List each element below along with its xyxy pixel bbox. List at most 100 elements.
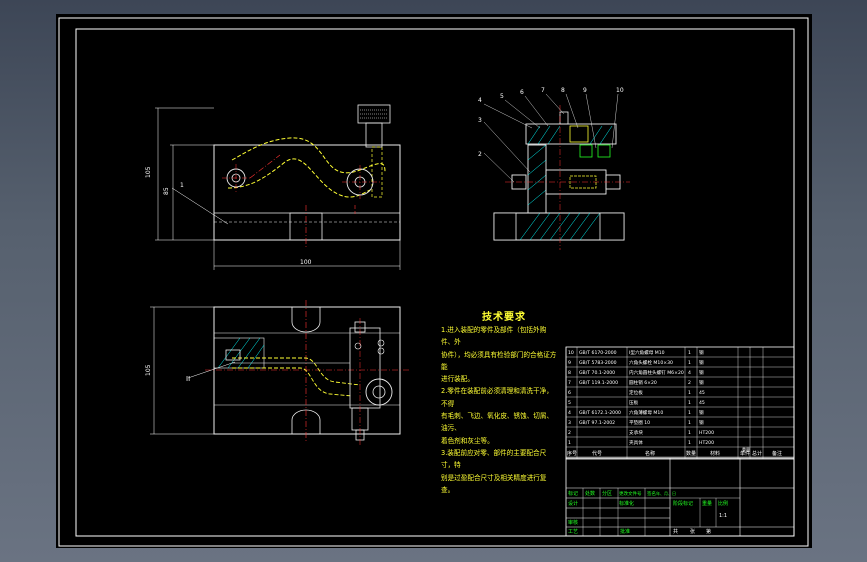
tb-standard: 标准化 [619,500,634,507]
parts-cell: 1 [688,410,691,416]
callout-4: 4 [478,97,482,104]
parts-cell: GB/T 5783-2000 [579,360,617,366]
parts-header-cell: 数量 [686,450,696,457]
parts-cell: 钢 [699,379,704,386]
parts-header-weight: 重量 [742,446,750,452]
parts-cell: HT200 [699,430,714,436]
tb-approve: 批准 [620,528,630,535]
tb-scale: 比例 [718,500,728,507]
parts-header-cell: 单件 [740,450,750,457]
callout-5: 5 [500,93,504,100]
callout-2: 2 [478,151,482,158]
parts-cell: I型六角螺母 M10 [629,349,665,356]
parts-cell: 1 [688,350,691,356]
parts-cell: 6 [568,390,571,396]
dim-front-width: 100 [300,259,312,266]
parts-cell: 3 [568,420,571,426]
top-view: 105 II [145,300,410,445]
parts-cell: 1 [568,440,571,446]
tb-review: 审核 [568,519,578,526]
dim-top-height: 105 [145,364,152,376]
parts-cell: GB/T 6170-2000 [579,350,617,356]
parts-cell: GB/T 6172.1-2000 [579,410,621,416]
parts-header-cell: 材料 [710,450,720,457]
tb-zone: 分区 [602,490,612,497]
parts-header-cell: 代号 [592,450,602,457]
parts-cell: 1 [688,390,691,396]
parts-cell: 2 [568,430,571,436]
parts-header-cell: 名称 [645,450,655,457]
callout-6: 6 [520,89,524,96]
tech-requirements-title: 技术要求 [482,312,526,323]
callout-8: 8 [561,87,565,94]
callout-10: 10 [616,87,624,94]
parts-cell: 平垫圈 10 [629,419,650,426]
top-section-label: II [186,375,190,383]
parts-cell: GB/T 119.1-2000 [579,380,618,386]
parts-cell: 六角头螺栓 M10×30 [629,359,673,366]
tb-sheet: 张 [690,528,695,535]
tb-count: 处数 [585,490,595,497]
parts-cell: 支承块 [629,429,643,436]
parts-cell: 1 [688,420,691,426]
parts-cell: 定位板 [629,389,643,396]
parts-cell: 1 [688,400,691,406]
parts-cell: 钢 [699,359,704,366]
parts-cell: 钢 [699,369,704,376]
parts-cell: 钢 [699,419,704,426]
parts-cell: 7 [568,380,571,386]
parts-cell: 45 [699,390,705,396]
tb-date: 年、月、日 [656,490,676,496]
top-body-outline [213,306,401,435]
callout-9: 9 [583,87,587,94]
parts-cell: 45 [699,400,705,406]
parts-cell: 压板 [629,399,639,406]
front-view: 105 85 100 1 [145,104,401,270]
tb-process: 工艺 [568,529,578,535]
parts-cell: 1 [688,430,691,436]
parts-cell: GB/T 97.1-2002 [579,420,615,426]
tb-weight: 重量 [702,500,712,507]
parts-cell: 夹具体 [629,439,643,446]
callout-7: 7 [541,87,545,94]
parts-cell: 钢 [699,349,704,356]
tb-sign: 签名 [647,490,656,497]
parts-cell: 4 [688,370,691,376]
parts-cell: 2 [688,380,691,386]
tech-line: 3.装配前应对零、部件的主要配合尺寸，特 [441,448,547,470]
parts-cell: 内六角圆柱头螺钉 M6×20 [629,369,684,376]
drawing-outer-frame [58,17,809,547]
front-part-callout: 1 [180,182,184,189]
side-section-view: 4 5 6 7 8 9 10 3 2 [478,87,630,250]
parts-cell: HT200 [699,440,714,446]
tech-line: 1.进入装配的零件及部件（包括外购件、外 [441,326,547,347]
tech-line: 着色剂和灰尘等。 [441,436,494,445]
tb-of: 第 [706,528,711,535]
tb-design: 设计 [568,500,578,507]
parts-cell: 圆柱销 6×20 [629,379,657,386]
parts-cell: 8 [568,370,571,376]
parts-cell: 4 [568,410,571,416]
dim-front-height-inner: 85 [163,187,170,195]
parts-header-cell: 备注 [772,450,782,457]
tb-scale-value: 1:1 [719,513,727,519]
tb-sheets: 共 [673,528,678,535]
tech-line: 进行装配。 [441,375,474,384]
parts-cell: 钢 [699,409,704,416]
tech-line: 协件），均必须具有检验部门的合格证方能 [441,350,557,371]
parts-cell: 六角薄螺母 M10 [629,409,663,416]
tech-line: 别是过盈配合尺寸及相关精度进行复查。 [441,473,547,494]
front-body-outline [213,144,401,241]
dim-front-height-outer: 105 [145,166,152,178]
title-block: 标记 处数 分区 更改文件号 签名 年、月、日 设计 标准化 审核 工艺 批准 … [565,457,795,537]
callout-3: 3 [478,117,482,124]
parts-cell: GB/T 70.1-2000 [579,370,615,376]
tb-change-doc: 更改文件号 [619,490,642,497]
curved-arm-outer [231,137,386,174]
tb-stage-mark: 阶段标记 [673,500,693,507]
curved-arm-inner [227,158,371,198]
parts-cell: 9 [568,360,571,366]
parts-header-cell: 序号 [567,450,577,457]
tech-line: 有毛刺、飞边、氧化皮、锈蚀、切屑、油污、 [441,412,554,433]
